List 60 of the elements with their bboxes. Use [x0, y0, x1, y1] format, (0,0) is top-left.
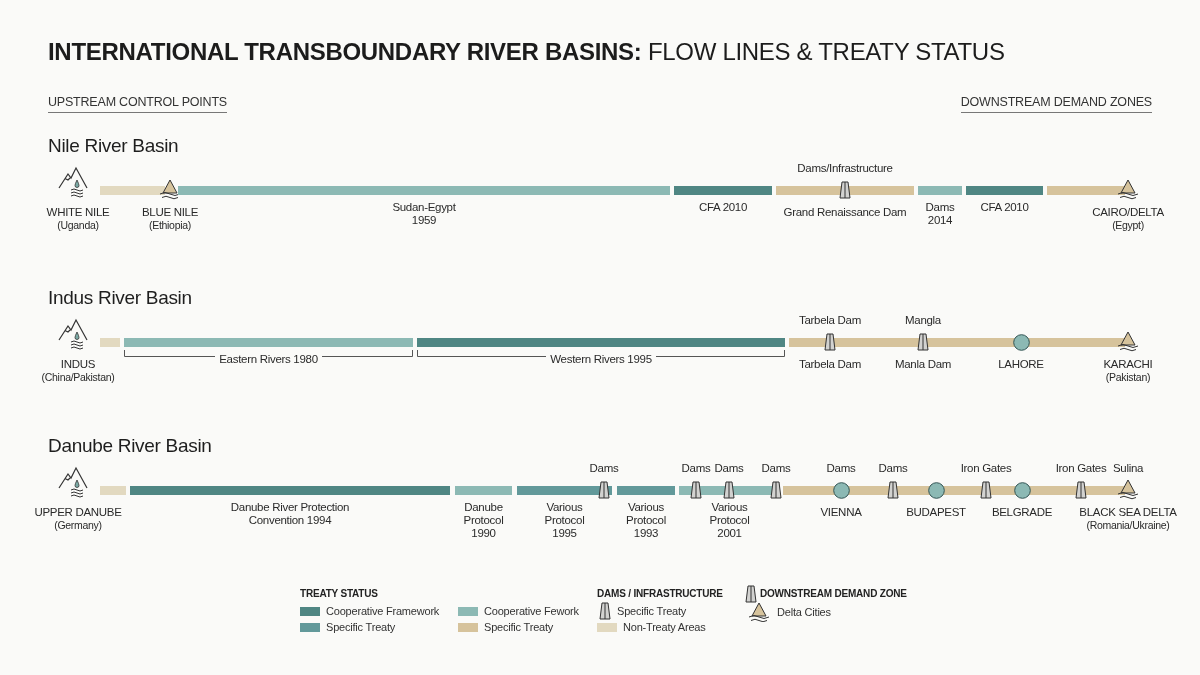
- point-label: KARACHI: [1103, 358, 1153, 371]
- legend-label: Specific Treaty: [484, 621, 554, 633]
- point-label: BUDAPEST: [906, 506, 966, 519]
- point-label: Tarbela Dam: [799, 358, 861, 371]
- legend-heading: DOWNSTREAM DEMAND ZONE: [760, 588, 907, 599]
- legend-label: Non-Treaty Areas: [623, 621, 706, 633]
- point-label: Iron Gates: [1055, 462, 1107, 475]
- legend-heading: DAMS / INFRASTRUCTURE: [597, 588, 723, 599]
- diagram-title: INTERNATIONAL TRANSBOUNDARY RIVER BASINS: FLOW LINES & TREATY STATUS: [48, 38, 1005, 66]
- basin-heading: Indus River Basin: [48, 287, 192, 309]
- section-heading: UPSTREAM CONTROL POINTS: [48, 95, 227, 113]
- basin-heading: Danube River Basin: [48, 435, 212, 457]
- point-label: Dams: [714, 462, 744, 475]
- point-label: Manla Dam: [894, 358, 952, 371]
- legend-label: Delta Cities: [777, 606, 831, 618]
- country-label: (Romania/Ukraine): [1086, 519, 1170, 532]
- segment-label: Various Protocol 1995: [544, 500, 585, 539]
- point-label: CAIRO/DELTA: [1092, 206, 1164, 219]
- point-label: UPPER DANUBE: [34, 506, 122, 519]
- point-label: Tarbela Dam: [799, 314, 861, 327]
- point-label: Dams: [589, 462, 619, 475]
- point-label: Dams: [826, 462, 856, 475]
- point-label: Iron Gates: [960, 462, 1012, 475]
- segment-label: Various Protocol 2001: [709, 500, 750, 539]
- segment-label: CFA 2010: [980, 200, 1029, 213]
- segment-label: Dams 2014: [925, 200, 955, 226]
- point-label: Sulina: [1112, 462, 1144, 475]
- legend-label: Cooperative Framework: [326, 605, 440, 617]
- segment-label: Danube Protocol 1990: [463, 500, 504, 539]
- point-label: BLUE NILE: [141, 206, 199, 219]
- point-label: Mangla: [905, 314, 941, 327]
- legend-heading: TREATY STATUS: [300, 588, 378, 599]
- country-label: (China/Pakistan): [41, 371, 115, 384]
- point-label: BLACK SEA DELTA: [1079, 506, 1177, 519]
- country-label: (Pakistan): [1105, 371, 1151, 384]
- segment-label: Various Protocol 1993: [626, 500, 666, 539]
- segment-label: Eastern Rivers 1980: [215, 352, 322, 365]
- country-label: (Egypt): [1112, 219, 1144, 232]
- country-label: (Uganda): [57, 219, 99, 232]
- section-heading: DOWNSTREAM DEMAND ZONES: [960, 95, 1152, 113]
- segment-label: Western Rivers 1995: [546, 352, 656, 365]
- segment-label: Sudan-Egypt 1959: [392, 200, 456, 226]
- legend-label: Specific Treaty: [326, 621, 396, 633]
- point-label: WHITE NILE: [46, 206, 110, 219]
- point-label: Dams/Infrastructure: [797, 162, 893, 175]
- point-label: BELGRADE: [991, 506, 1053, 519]
- point-label: Grand Renaissance Dam: [783, 206, 907, 219]
- point-label: Dams: [681, 462, 711, 475]
- legend-label: Specific Treaty: [617, 605, 687, 617]
- country-label: (Ethiopia): [149, 219, 191, 232]
- country-label: (Germany): [54, 519, 102, 532]
- basin-heading: Nile River Basin: [48, 135, 179, 157]
- point-label: Dams: [761, 462, 791, 475]
- point-label: LAHORE: [998, 358, 1044, 371]
- point-label: Dams: [878, 462, 908, 475]
- point-label: INDUS: [60, 358, 96, 371]
- segment-label: CFA 2010: [698, 200, 748, 213]
- segment-label: Danube River Protection Convention 1994: [230, 500, 350, 526]
- legend-label: Cooperative Fework: [484, 605, 579, 617]
- point-label: VIENNA: [820, 506, 862, 519]
